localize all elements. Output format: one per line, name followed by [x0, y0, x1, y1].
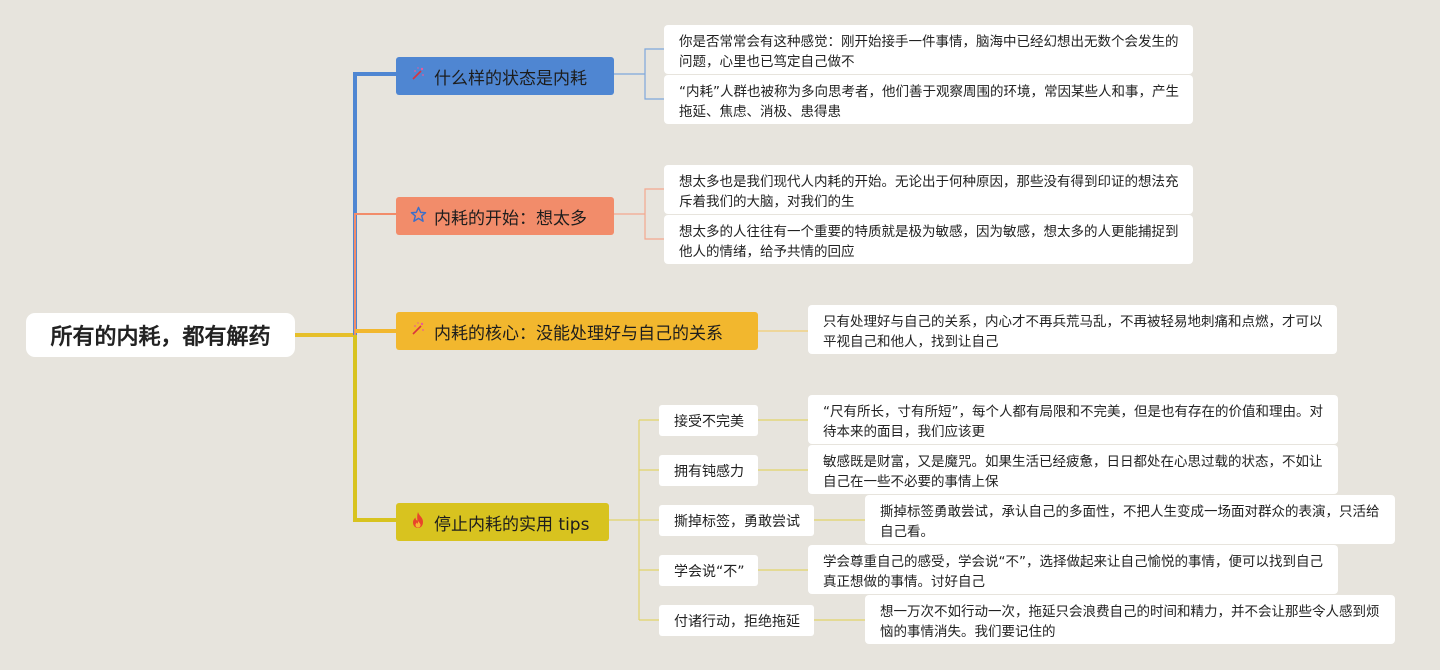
note-card[interactable]: 想太多的人往往有一个重要的特质就是极为敏感，因为敏感，想太多的人更能捕捉到他人的… — [664, 215, 1193, 264]
branch-label: 内耗的开始：想太多 — [434, 208, 587, 229]
tip-note-card[interactable]: 撕掉标签勇敢尝试，承认自己的多面性，不把人生变成一场面对群众的表演，只活给自己看… — [865, 495, 1395, 544]
branch-label: 内耗的核心：没能处理好与自己的关系 — [434, 323, 723, 344]
branch-label: 停止内耗的实用 tips — [434, 514, 590, 535]
note-text: 撕掉标签勇敢尝试，承认自己的多面性，不把人生变成一场面对群众的表演，只活给自己看… — [880, 504, 1380, 540]
tip-node[interactable]: 付诸行动，拒绝拖延 — [659, 605, 814, 636]
note-text: 你是否常常会有这种感觉：刚开始接手一件事情，脑海中已经幻想出无数个会发生的问题，… — [679, 34, 1179, 70]
root-title: 所有的内耗，都有解药 — [50, 325, 271, 350]
tip-note-card[interactable]: 敏感既是财富，又是魔咒。如果生活已经疲惫，日日都处在心思过载的状态，不如让自己在… — [808, 445, 1338, 494]
note-card[interactable]: 你是否常常会有这种感觉：刚开始接手一件事情，脑海中已经幻想出无数个会发生的问题，… — [664, 25, 1193, 74]
note-card[interactable]: 只有处理好与自己的关系，内心才不再兵荒马乱，不再被轻易地刺痛和点燃，才可以平视自… — [808, 305, 1337, 354]
tip-node[interactable]: 撕掉标签，勇敢尝试 — [659, 505, 814, 536]
tip-note-connectors — [758, 419, 865, 621]
note-text: 想太多也是我们现代人内耗的开始。无论出于何种原因，那些没有得到印证的想法充斥着我… — [679, 174, 1179, 210]
sparkle-wand-icon — [408, 321, 428, 341]
branch-node-state[interactable]: 什么样的状态是内耗 — [396, 57, 614, 95]
branch-node-tips[interactable]: 停止内耗的实用 tips — [396, 503, 609, 541]
root-node[interactable]: 所有的内耗，都有解药 — [26, 313, 295, 357]
branch-node-core[interactable]: 内耗的核心：没能处理好与自己的关系 — [396, 312, 758, 350]
note-card[interactable]: 想太多也是我们现代人内耗的开始。无论出于何种原因，那些没有得到印证的想法充斥着我… — [664, 165, 1193, 214]
note-text: 敏感既是财富，又是魔咒。如果生活已经疲惫，日日都处在心思过载的状态，不如让自己在… — [823, 454, 1323, 490]
branch-connector-2 — [354, 213, 396, 335]
tip-node[interactable]: 拥有钝感力 — [659, 455, 758, 486]
tip-node[interactable]: 学会说“不” — [659, 555, 758, 586]
tip-note-card[interactable]: 学会尊重自己的感受，学会说“不”，选择做起来让自己愉悦的事情，便可以找到自己真正… — [808, 545, 1338, 594]
note-text: 只有处理好与自己的关系，内心才不再兵荒马乱，不再被轻易地刺痛和点燃，才可以平视自… — [823, 314, 1323, 350]
branch-label: 什么样的状态是内耗 — [434, 68, 587, 89]
note-text: “尺有所长，寸有所短”，每个人都有局限和不完美，但是也有存在的价值和理由。对待本… — [823, 404, 1323, 440]
tip-note-card[interactable]: “尺有所长，寸有所短”，每个人都有局限和不完美，但是也有存在的价值和理由。对待本… — [808, 395, 1338, 444]
note-connector-1 — [614, 48, 664, 100]
sparkle-wand-icon — [408, 66, 428, 86]
tip-label: 学会说“不” — [674, 563, 745, 580]
tip-node[interactable]: 接受不完美 — [659, 405, 758, 436]
tip-label: 接受不完美 — [674, 413, 744, 430]
note-text: 想太多的人往往有一个重要的特质就是极为敏感，因为敏感，想太多的人更能捕捉到他人的… — [679, 224, 1179, 260]
note-card[interactable]: “内耗”人群也被称为多向思考者，他们善于观察周围的环境，常因某些人和事，产生拖延… — [664, 75, 1193, 124]
tip-label: 撕掉标签，勇敢尝试 — [674, 513, 800, 530]
fire-icon — [408, 511, 428, 533]
tip-label: 付诸行动，拒绝拖延 — [674, 613, 800, 630]
branch-connector-4 — [353, 335, 396, 522]
branch-node-overthinking[interactable]: 内耗的开始：想太多 — [396, 197, 614, 235]
note-text: “内耗”人群也被称为多向思考者，他们善于观察周围的环境，常因某些人和事，产生拖延… — [679, 84, 1179, 120]
tip-label: 拥有钝感力 — [674, 463, 744, 480]
tips-connector — [609, 419, 659, 621]
note-connector-2 — [614, 188, 664, 240]
note-text: 学会尊重自己的感受，学会说“不”，选择做起来让自己愉悦的事情，便可以找到自己真正… — [823, 554, 1323, 590]
branch-connector-1 — [353, 72, 396, 335]
star-outline-icon — [408, 206, 428, 227]
note-text: 想一万次不如行动一次，拖延只会浪费自己的时间和精力，并不会让那些令人感到烦恼的事… — [880, 604, 1380, 640]
tip-note-card[interactable]: 想一万次不如行动一次，拖延只会浪费自己的时间和精力，并不会让那些令人感到烦恼的事… — [865, 595, 1395, 644]
